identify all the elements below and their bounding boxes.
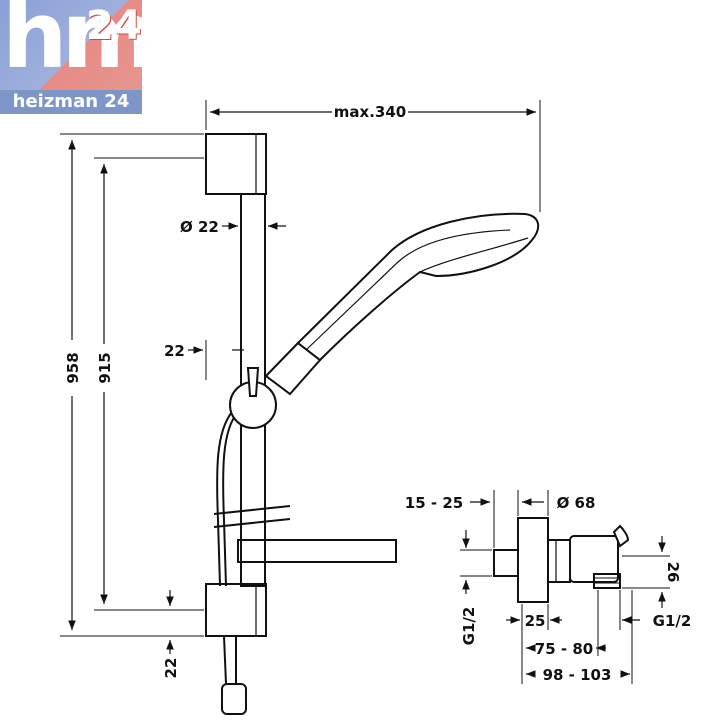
label-center-offset: 25 — [525, 612, 546, 630]
label-outlet-height: 26 — [664, 562, 682, 583]
dim-rosette-diameter — [522, 490, 549, 516]
label-outlet-thread: G1/2 — [653, 612, 692, 630]
dim-bottom-offset — [160, 590, 204, 654]
rosette — [517, 517, 549, 603]
brand-logo: hm 24 heizman 24 — [0, 0, 157, 114]
dim-wall-offset — [188, 340, 244, 380]
label-bottom-offset: 22 — [162, 658, 180, 679]
valve-neck — [547, 539, 571, 583]
dim-max-width — [205, 100, 541, 212]
dim-total-height — [60, 133, 204, 637]
label-max-width: max.340 — [334, 103, 406, 121]
dim-inlet-thread — [460, 530, 492, 594]
label-rosette-diameter: Ø 68 — [557, 494, 596, 512]
label-center-distance: 75 - 80 — [535, 640, 593, 658]
logo-background — [0, 0, 142, 90]
label-wall-offset: 22 — [164, 342, 185, 360]
soap-dish — [237, 539, 397, 563]
label-wall-depth: 15 - 25 — [405, 494, 463, 512]
wall-inlet — [493, 549, 519, 577]
label-total-height: 958 — [64, 352, 82, 383]
thermostat-valve — [493, 517, 630, 603]
dim-wall-depth — [470, 490, 519, 548]
hand-shower — [296, 212, 540, 362]
logo-number-text: 24 — [86, 3, 142, 49]
hose-connector — [221, 683, 247, 715]
logo-hm-text: hm — [2, 0, 157, 89]
dim-rail-length — [94, 157, 204, 611]
label-overall-depth: 98 - 103 — [543, 666, 612, 684]
label-rail-length: 915 — [96, 352, 114, 383]
logo-name-bar: heizman 24 — [0, 90, 142, 114]
dim-outlet-height — [622, 536, 670, 608]
label-inlet-thread: G1/2 — [460, 607, 478, 646]
top-wall-bracket — [205, 133, 267, 195]
shower-rail-set — [205, 133, 540, 715]
valve-outlet — [593, 573, 621, 589]
label-bar-diameter: Ø 22 — [180, 218, 219, 236]
bottom-wall-bracket — [205, 583, 267, 637]
